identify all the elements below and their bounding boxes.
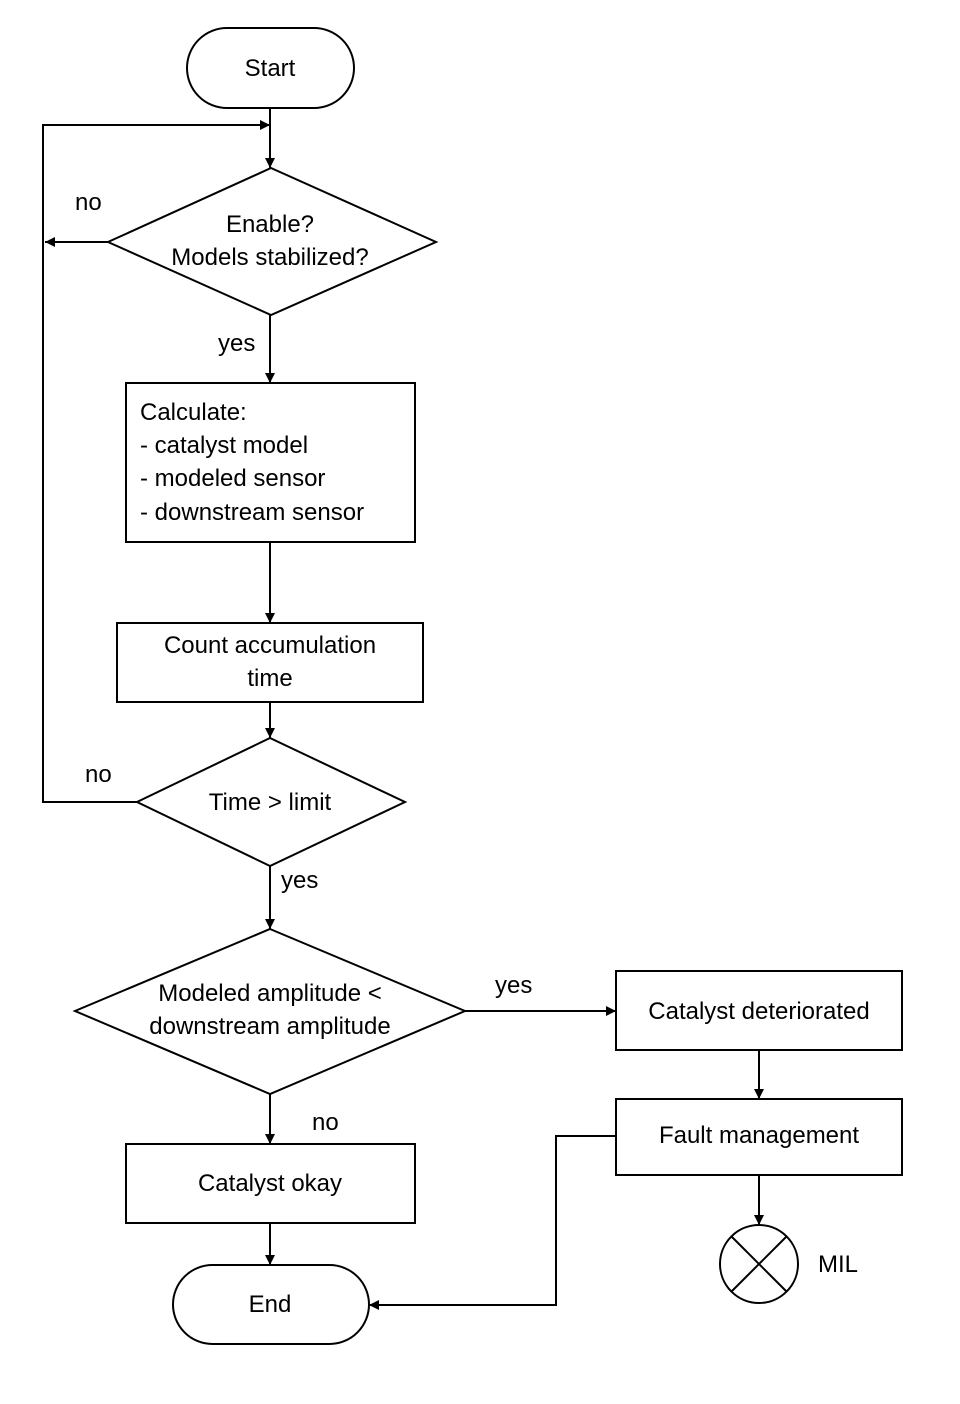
enable-decision: [105, 166, 439, 317]
okay-label: Catalyst okay: [198, 1170, 342, 1197]
fault-to-end-arrow: [369, 1135, 616, 1310]
loop-entry-arrow: [42, 120, 270, 242]
calculate-label-line1: Calculate:: [140, 399, 247, 426]
time-no-loop-line: [42, 242, 137, 803]
calculate-label-line2: - catalyst model: [140, 432, 308, 459]
amplitude-label-line2: downstream amplitude: [149, 1013, 390, 1040]
end-label: End: [249, 1291, 292, 1318]
start-label: Start: [245, 55, 296, 82]
mil-label: MIL: [818, 1251, 858, 1278]
catalyst-deteriorated-process: [615, 970, 903, 1051]
enable-label-line1: Enable?: [226, 211, 314, 238]
fault-label: Fault management: [659, 1122, 859, 1149]
deteriorated-label: Catalyst deteriorated: [648, 998, 869, 1025]
count-label-line1: Count accumulation: [164, 632, 376, 659]
calculate-label-line3: - modeled sensor: [140, 465, 325, 492]
count-label-line2: time: [247, 665, 292, 692]
time-yes-label: yes: [281, 867, 318, 894]
time-no-label: no: [85, 761, 112, 788]
calculate-process: [125, 382, 416, 543]
amplitude-decision: [72, 927, 468, 1096]
amplitude-no-label: no: [312, 1109, 339, 1136]
enable-yes-label: yes: [218, 330, 255, 357]
amplitude-yes-label: yes: [495, 972, 532, 999]
enable-label-line2: Models stabilized?: [171, 244, 368, 271]
mil-lamp: [719, 1224, 799, 1304]
calculate-label-line4: - downstream sensor: [140, 499, 364, 526]
time-limit-label: Time > limit: [209, 789, 332, 816]
amplitude-label-line1: Modeled amplitude <: [158, 980, 381, 1007]
enable-no-label: no: [75, 189, 102, 216]
